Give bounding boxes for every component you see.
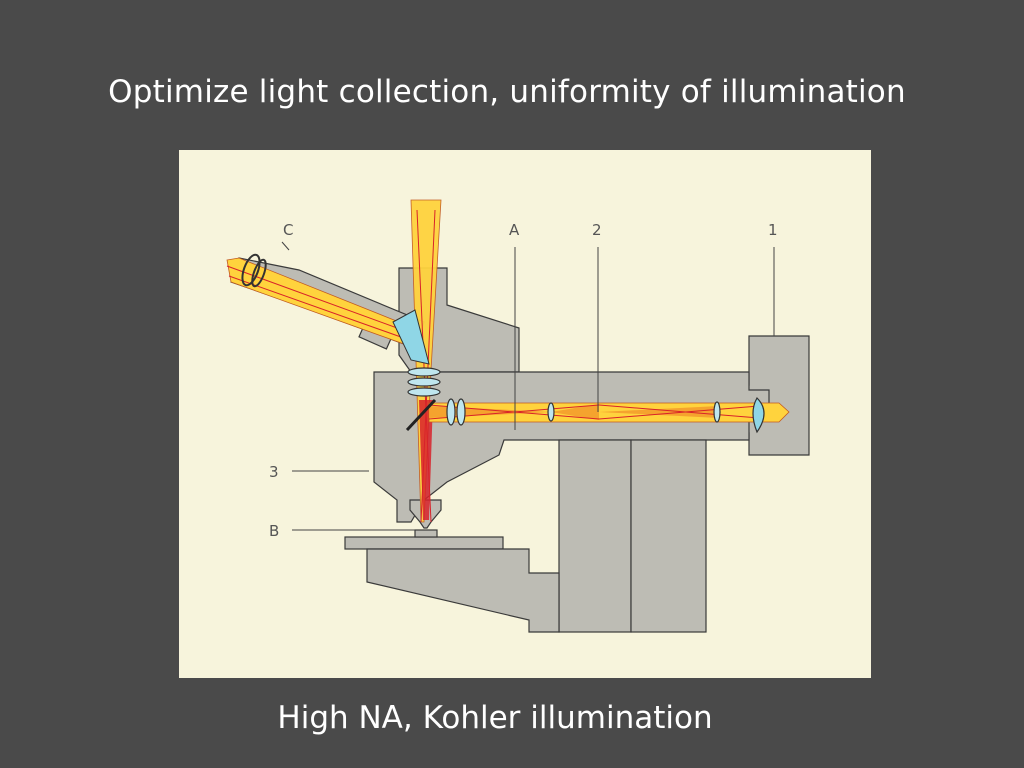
leader-lines [281, 241, 775, 531]
microscope-body [230, 257, 810, 633]
prism [392, 309, 430, 365]
eyepiece-beam [226, 253, 420, 349]
slide-caption: High NA, Kohler illumination [277, 700, 713, 736]
lenses [407, 367, 765, 434]
stand-pillar [558, 439, 632, 633]
mirror [405, 398, 437, 432]
label-a: A [509, 221, 520, 239]
illumination-beam [428, 402, 790, 423]
stand-pillar-right [630, 439, 707, 633]
sample [414, 529, 438, 538]
stage [344, 536, 504, 550]
label-1: 1 [768, 221, 778, 239]
label-c: C [283, 221, 293, 239]
label-3: 3 [269, 463, 279, 481]
label-2: 2 [592, 221, 602, 239]
microscope-diagram: C A 2 1 3 B [179, 150, 871, 678]
stage-support [366, 548, 560, 633]
slide-title: Optimize light collection, uniformity of… [108, 74, 906, 110]
microscope-svg: C A 2 1 3 B [226, 199, 810, 633]
label-b: B [269, 522, 279, 540]
